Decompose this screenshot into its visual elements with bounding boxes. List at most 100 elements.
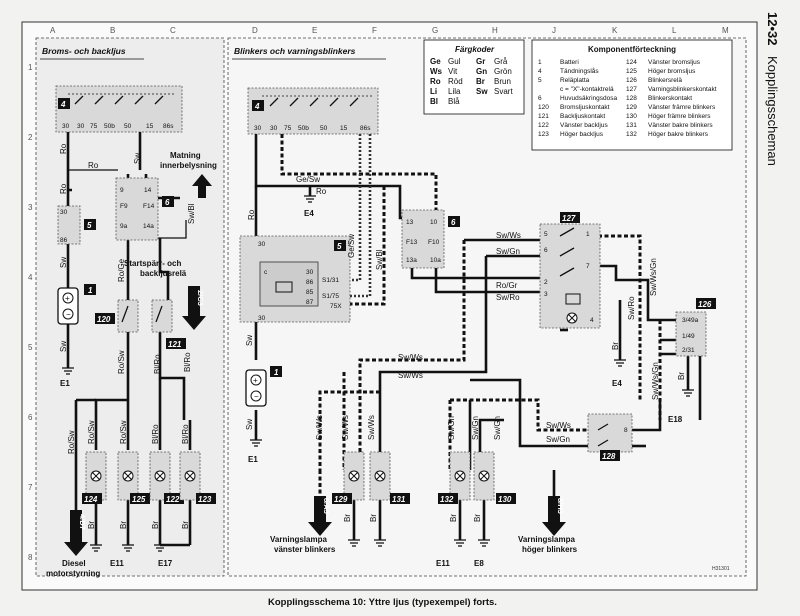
- svg-text:Gn: Gn: [476, 67, 487, 76]
- svg-text:Ro: Ro: [430, 77, 441, 86]
- wire-label-bl-ro-4: Bl/Ro: [181, 424, 190, 444]
- wire-label-br-r2: Br: [677, 372, 686, 380]
- svg-text:13: 13: [406, 219, 414, 226]
- svg-text:4: 4: [538, 68, 542, 75]
- relay-plate-left: 5 30 86: [57, 205, 96, 245]
- wire-label-br-r5: Br: [449, 514, 458, 522]
- svg-text:9a: 9a: [120, 223, 128, 230]
- lamp-125: 125: [117, 451, 150, 504]
- svg-text:121: 121: [538, 113, 549, 120]
- svg-text:Ws: Ws: [430, 67, 443, 76]
- svg-text:4: 4: [590, 317, 594, 324]
- fuse-f10: F10: [428, 239, 440, 246]
- svg-text:122: 122: [538, 122, 549, 129]
- component-number-131: 131: [392, 495, 406, 504]
- ref-arrow-2c3: 2/C3: [182, 286, 206, 330]
- svg-text:S1/75: S1/75: [322, 293, 339, 300]
- wire-label-br-2: Br: [119, 521, 128, 529]
- components-title: Komponentförteckning: [588, 45, 676, 54]
- svg-text:Blinkerskontakt: Blinkerskontakt: [648, 95, 692, 102]
- terminal-75: 75: [90, 123, 98, 130]
- ground-e4-top: E4: [304, 209, 314, 218]
- svg-text:Tändningslås: Tändningslås: [560, 67, 599, 75]
- svg-text:30: 30: [60, 209, 68, 216]
- svg-text:Höger bakre blinkers: Höger bakre blinkers: [648, 131, 709, 138]
- svg-text:131: 131: [626, 122, 637, 129]
- label-matning-2: innerbelysning: [160, 161, 217, 170]
- drawing-code: H31301: [712, 566, 730, 572]
- label-varn-right-1: Varningslampa: [518, 535, 575, 544]
- wire-label-sw-ws-5: Sw/Ws: [341, 415, 350, 440]
- component-number-128: 128: [602, 452, 616, 461]
- svg-text:5: 5: [544, 231, 548, 238]
- component-number-120: 120: [97, 315, 111, 324]
- color-codes-title: Färgkoder: [455, 45, 495, 54]
- ground-e1-left: E1: [60, 379, 70, 388]
- component-number-4: 4: [60, 100, 66, 109]
- svg-text:15: 15: [340, 125, 348, 132]
- svg-text:Br: Br: [476, 77, 485, 86]
- svg-text:Lila: Lila: [448, 87, 461, 96]
- svg-text:8: 8: [624, 427, 628, 434]
- wire-label-ro-r: Ro: [316, 187, 327, 196]
- svg-text:30: 30: [258, 241, 266, 248]
- label-varn-left-2: vänster blinkers: [274, 545, 336, 554]
- svg-text:5: 5: [538, 77, 542, 84]
- svg-text:30: 30: [258, 315, 266, 322]
- component-number-126: 126: [698, 300, 712, 309]
- svg-text:128: 128: [626, 95, 637, 102]
- svg-text:30: 30: [306, 269, 314, 276]
- grid-col-H: H: [492, 26, 498, 35]
- lamp-122: 122: [149, 451, 184, 504]
- lamps-right: 129 131 132 130: [332, 451, 516, 504]
- ground-e8: E8: [474, 559, 484, 568]
- wire-label-sw-3: Sw: [133, 153, 142, 164]
- fuse-f14: F14: [143, 203, 155, 210]
- svg-text:−: −: [254, 392, 259, 401]
- wire-label-ge-sw-1: Ge/Sw: [296, 175, 320, 184]
- wire-label-ro-3: Ro: [59, 183, 68, 194]
- panel-right-title: Blinkers och varningsblinkers: [234, 46, 356, 56]
- svg-text:Bromsljuskontakt: Bromsljuskontakt: [560, 104, 610, 111]
- terminal-50: 50: [124, 123, 132, 130]
- svg-text:Sw: Sw: [476, 87, 488, 96]
- wire-label-ro-sw-4: Ro/Sw: [119, 420, 128, 444]
- svg-text:1: 1: [538, 59, 542, 66]
- wire-label-sw-gn-3: Sw/Gn: [471, 416, 480, 440]
- section-title: Kopplingsscheman: [765, 56, 780, 166]
- svg-text:Vänster bakre blinkers: Vänster bakre blinkers: [648, 122, 713, 129]
- svg-text:86: 86: [60, 237, 68, 244]
- label-varn-right-2: höger blinkers: [522, 545, 578, 554]
- grid-col-F: F: [372, 26, 377, 35]
- svg-text:10a: 10a: [430, 257, 441, 264]
- brake-light-switch: 120: [95, 299, 139, 333]
- svg-text:30: 30: [270, 125, 278, 132]
- svg-text:124: 124: [626, 59, 637, 66]
- component-number-6: 6: [165, 198, 170, 207]
- svg-text:Varningsblinkerskontakt: Varningsblinkerskontakt: [648, 86, 717, 93]
- svg-text:Li: Li: [430, 87, 437, 96]
- wire-label-br-1: Br: [87, 521, 96, 529]
- svg-text:9: 9: [120, 187, 124, 194]
- svg-text:50: 50: [320, 125, 328, 132]
- lamp-130: 130: [473, 451, 516, 504]
- right-wire-labels: Ge/Sw Ro Ro Ge/Sw Sw/Bl Sw/Ws Sw/Gn Ro/G…: [245, 175, 686, 522]
- wire-label-ge-sw-2: Ge/Sw: [347, 234, 356, 258]
- component-number-4-right: 4: [254, 102, 260, 111]
- svg-text:1/49: 1/49: [682, 333, 695, 340]
- grid-col-labels-top: A B C D E F G H J K L M: [50, 26, 729, 35]
- grid-row-8: 8: [28, 553, 33, 562]
- svg-text:6: 6: [538, 95, 542, 102]
- svg-text:Ge: Ge: [430, 57, 441, 66]
- grid-row-labels: 1 2 3 4 5 6 7 8: [28, 63, 33, 562]
- wire-label-sw-ro: Sw/Ro: [496, 293, 520, 302]
- component-number-130: 130: [498, 495, 512, 504]
- label-varn-left-1: Varningslampa: [270, 535, 327, 544]
- svg-text:Grå: Grå: [494, 57, 508, 66]
- grid-col-G: G: [432, 26, 438, 35]
- component-number-132: 132: [440, 495, 454, 504]
- svg-text:75: 75: [284, 125, 292, 132]
- ref-4d7: 4/D7: [78, 514, 87, 530]
- svg-text:2/31: 2/31: [682, 347, 695, 354]
